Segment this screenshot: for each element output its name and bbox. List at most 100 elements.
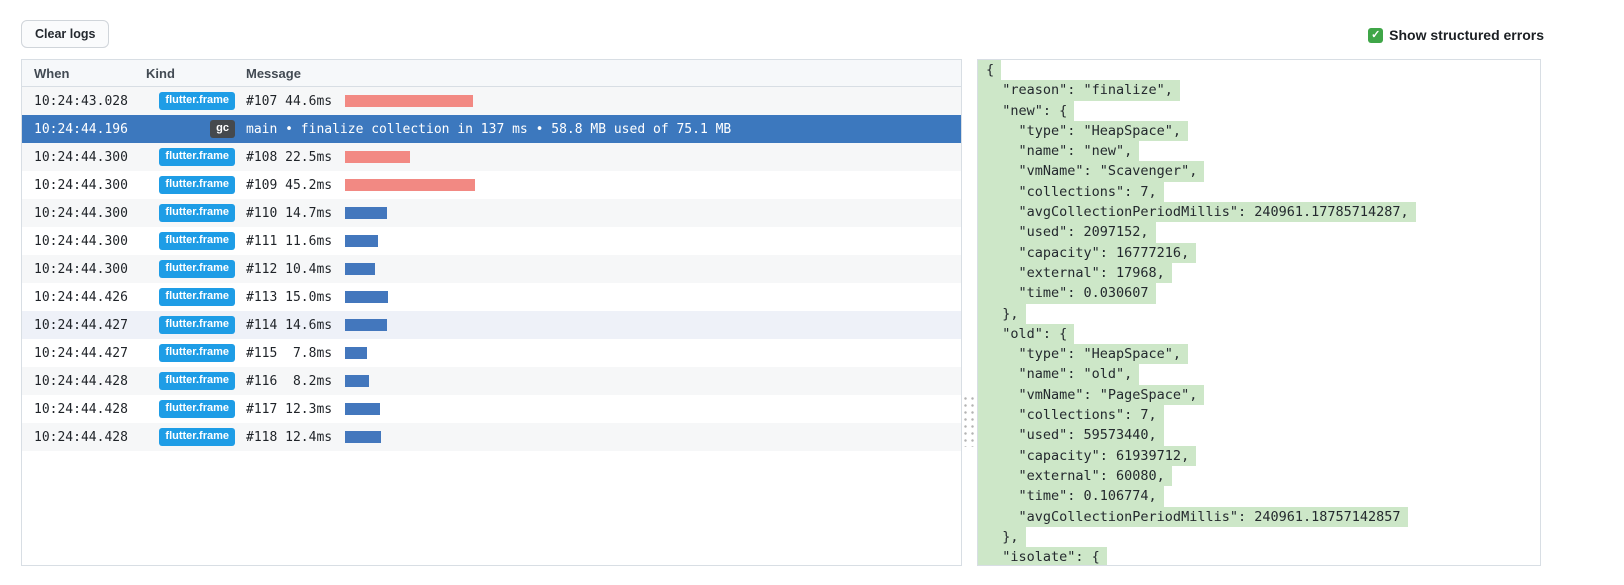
message-cell: #108 22.5ms [235, 150, 961, 165]
frame-duration-bar [345, 431, 382, 443]
message-text: #107 44.6ms [246, 93, 333, 109]
flutter-frame-kind-badge: flutter.frame [159, 399, 235, 419]
message-text: #111 11.6ms [246, 233, 333, 249]
log-row[interactable]: 10:24:44.300 flutter.frame #112 10.4ms [22, 255, 961, 283]
log-row[interactable]: 10:24:44.428 flutter.frame#117 12.3ms [22, 395, 961, 423]
frame-duration-bar [345, 151, 411, 163]
json-line: "external": 17968, [978, 262, 1540, 284]
frame-duration-bar [345, 95, 474, 107]
json-line-highlight: { [978, 60, 1002, 81]
log-row[interactable]: 10:24:44.300 flutter.frame#108 22.5ms [22, 143, 961, 171]
message-cell: #112 10.4ms [235, 262, 961, 277]
frame-duration-bar [345, 375, 370, 387]
json-lines: { "reason": "finalize", "new": { "type":… [978, 60, 1540, 565]
json-line: "isolate": { [978, 547, 1540, 565]
frame-duration-bar [345, 179, 476, 191]
message-text: #113 15.0ms [246, 289, 333, 305]
message-cell: #111 11.6ms [235, 234, 961, 249]
kind-cell: flutter.frame [146, 371, 235, 391]
kind-cell: flutter.frame [146, 203, 235, 223]
when-cell: 10:24:44.300 [34, 177, 128, 193]
json-line-highlight: "capacity": 61939712, [978, 445, 1197, 466]
message-cell: #113 15.0ms [235, 290, 961, 305]
column-header-when: When [34, 65, 70, 81]
json-line-highlight: "collections": 7, [978, 181, 1164, 203]
frame-duration-bar [345, 291, 389, 303]
json-line-highlight: "used": 59573440, [978, 425, 1164, 446]
kind-cell: flutter.frame [146, 343, 235, 363]
checkbox-checked-icon[interactable]: ✓ [1368, 27, 1384, 43]
json-line: "type": "HeapSpace", [978, 120, 1540, 142]
message-cell: main • finalize collection in 137 ms • 5… [235, 122, 961, 137]
json-line-highlight: "vmName": "Scavenger", [978, 161, 1205, 182]
json-line-highlight: "type": "HeapSpace", [978, 344, 1189, 365]
when-cell: 10:24:44.428 [34, 401, 128, 417]
json-line-highlight: "used": 2097152, [978, 222, 1156, 243]
show-structured-errors-label: Show structured errors [1389, 27, 1544, 43]
frame-duration-bar [345, 207, 388, 219]
json-line-highlight: "old": { [978, 323, 1075, 345]
flutter-frame-kind-badge: flutter.frame [159, 147, 235, 167]
kind-cell: flutter.frame [146, 399, 235, 419]
flutter-frame-kind-badge: flutter.frame [159, 427, 235, 447]
json-line-highlight: }, [978, 526, 1026, 548]
json-line-highlight: "time": 0.106774, [978, 486, 1164, 507]
json-line-highlight: "external": 17968, [978, 262, 1172, 284]
panel-splitter-handle[interactable] [960, 393, 976, 447]
json-line: "new": { [978, 100, 1540, 121]
json-line: "avgCollectionPeriodMillis": 240961.1778… [978, 202, 1540, 223]
frame-duration-bar [345, 347, 368, 359]
when-cell: 10:24:44.426 [34, 289, 128, 305]
json-line-highlight: }, [978, 303, 1026, 324]
message-cell: #118 12.4ms [235, 430, 961, 445]
json-line: }, [978, 303, 1540, 324]
json-line: "capacity": 61939712, [978, 445, 1540, 466]
flutter-frame-kind-badge: flutter.frame [159, 175, 235, 195]
kind-cell: flutter.frame [146, 147, 235, 167]
json-line: "name": "old", [978, 364, 1540, 385]
message-cell: #115 7.8ms [235, 346, 961, 361]
json-line-highlight: "time": 0.030607 [978, 283, 1156, 304]
message-cell: #117 12.3ms [235, 402, 961, 417]
log-row[interactable]: 10:24:44.426 flutter.frame #113 15.0ms [22, 283, 961, 311]
json-line-highlight: "collections": 7, [978, 405, 1164, 426]
when-cell: 10:24:44.300 [34, 149, 128, 165]
kind-cell: flutter.frame [146, 259, 235, 279]
message-cell: #114 14.6ms [235, 318, 961, 333]
json-line: "old": { [978, 323, 1540, 345]
flutter-frame-kind-badge: flutter.frame [159, 203, 235, 223]
clear-logs-button[interactable]: Clear logs [21, 20, 110, 48]
kind-cell: gc [146, 119, 235, 139]
json-line: "time": 0.106774, [978, 486, 1540, 507]
message-text: #109 45.2ms [246, 177, 333, 193]
when-cell: 10:24:44.300 [34, 261, 128, 277]
message-cell: #109 45.2ms [235, 178, 961, 193]
message-text: #118 12.4ms [246, 429, 333, 445]
json-line-highlight: "new": { [978, 100, 1075, 121]
kind-cell: flutter.frame [146, 287, 235, 307]
when-cell: 10:24:44.427 [34, 345, 128, 361]
json-line-highlight: "vmName": "PageSpace", [978, 384, 1205, 406]
json-line-highlight: "reason": "finalize", [978, 80, 1180, 101]
when-cell: 10:24:44.428 [34, 373, 128, 389]
log-row[interactable]: 10:24:44.300 flutter.frame #109 45.2ms [22, 171, 961, 199]
json-line: "reason": "finalize", [978, 80, 1540, 101]
column-header-message: Message [246, 65, 301, 81]
message-text: #112 10.4ms [246, 261, 333, 277]
json-line: "used": 2097152, [978, 222, 1540, 243]
log-table-header: When Kind Message [22, 60, 961, 87]
log-row[interactable]: 10:24:44.427 flutter.frame#115 7.8ms [22, 339, 961, 367]
show-structured-errors-control[interactable]: ✓ Show structured errors [1368, 27, 1544, 43]
flutter-frame-kind-badge: flutter.frame [159, 231, 235, 251]
flutter-frame-kind-badge: flutter.frame [159, 287, 235, 307]
json-line: "collections": 7, [978, 181, 1540, 203]
frame-duration-bar [345, 263, 376, 275]
